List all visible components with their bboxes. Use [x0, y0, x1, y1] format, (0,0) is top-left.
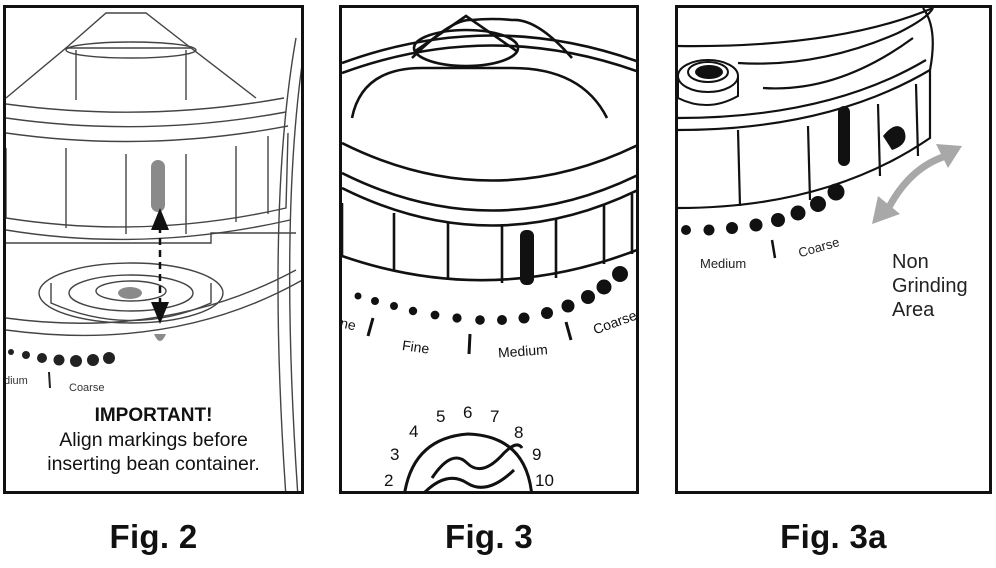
dial-number: 6 — [463, 403, 472, 422]
scale-label-fine-partial: ne — [342, 315, 358, 334]
grind-indicator-mark — [838, 106, 850, 166]
non-grinding-line-2: Grinding — [892, 275, 968, 297]
important-notice: IMPORTANT! Align markings before inserti… — [6, 404, 301, 476]
dial-numbers: 2 3 4 5 6 7 8 9 10 — [384, 403, 554, 490]
non-grinding-line-1: Non — [892, 251, 929, 273]
non-grinding-line-3: Area — [892, 299, 935, 321]
figure-3-panel: ne Fine Medium Coarse 2 3 4 5 6 7 8 9 10 — [339, 5, 639, 494]
scale-label-coarse: Coarse — [591, 307, 639, 338]
non-grinding-label: Non Grinding Area — [892, 250, 968, 322]
alignment-mark-upper — [151, 160, 165, 212]
figure-3-illustration: ne Fine Medium Coarse 2 3 4 5 6 7 8 9 10 — [342, 14, 639, 491]
alignment-mark-lower — [118, 287, 142, 299]
figure-3a-panel: Medium Coarse Non Grinding Area — [675, 5, 992, 494]
notice-line-1: Align markings before — [59, 429, 248, 451]
figure-2-illustration: dium Coarse — [6, 12, 301, 491]
dial-number: 5 — [436, 407, 445, 426]
figure-3a-illustration: Medium Coarse — [678, 8, 962, 271]
scale-label-fine: Fine — [401, 337, 430, 357]
dial-number: 10 — [535, 471, 554, 490]
dial-number: 9 — [532, 445, 541, 464]
figure-2-panel: dium Coarse IMPORTANT! Align markings be… — [3, 5, 304, 494]
non-grinding-marker — [883, 126, 906, 150]
scale-label-coarse: Coarse — [69, 382, 104, 394]
scale-label-medium: Medium — [497, 341, 548, 360]
dial-number: 8 — [514, 423, 523, 442]
grind-scale-dots — [8, 349, 115, 367]
grind-scale-dots — [354, 266, 628, 325]
scale-label-coarse: Coarse — [797, 234, 841, 260]
scale-label-medium: Medium — [700, 256, 746, 271]
caption-fig-3: Fig. 3 — [445, 518, 533, 555]
caption-fig-3a: Fig. 3a — [780, 518, 887, 555]
scale-label-medium: dium — [6, 375, 28, 387]
dial-number: 4 — [409, 422, 418, 441]
notice-heading: IMPORTANT! — [94, 405, 213, 426]
dial-number: 7 — [490, 407, 499, 426]
rotation-arrow — [882, 152, 948, 215]
grind-scale-dots — [681, 183, 845, 236]
notice-line-2: inserting bean container. — [47, 453, 260, 475]
caption-fig-2: Fig. 2 — [109, 518, 198, 555]
dial-number: 3 — [390, 445, 399, 464]
grind-indicator-mark — [520, 230, 534, 285]
dial-number: 2 — [384, 471, 393, 490]
